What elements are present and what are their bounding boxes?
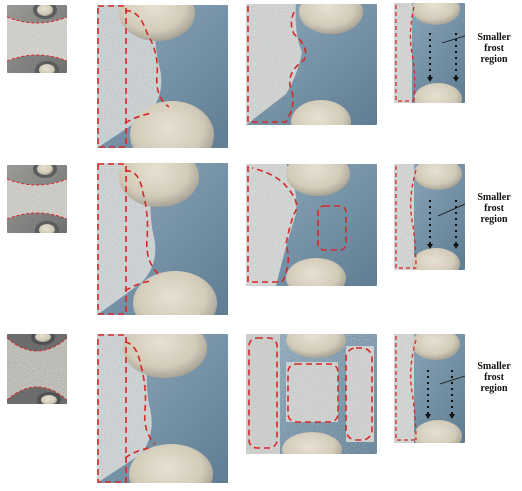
row1-annotation: Smaller frost region (468, 32, 520, 65)
row3-col1-photo (7, 334, 67, 404)
row2-annotation-line3: region (480, 214, 508, 225)
row2-col4-photo (394, 164, 465, 270)
row3-annotation: Smaller frost region (468, 361, 520, 394)
row2-col2-photo (97, 163, 228, 315)
row3-col2-photo (97, 334, 228, 483)
row1-col1-photo (7, 5, 67, 73)
row1-annotation-line3: region (480, 54, 508, 65)
row1-col4-photo (394, 3, 465, 103)
row3-annotation-line2: frost (484, 372, 504, 383)
row3-annotation-line3: region (480, 383, 508, 394)
row2-annotation-line2: frost (484, 203, 504, 214)
row2-col1-photo (7, 165, 67, 233)
row3-annotation-line1: Smaller (477, 361, 511, 372)
row2-col3-photo (246, 164, 377, 286)
row1-col2-photo (97, 5, 228, 148)
row3-col4-photo (394, 334, 465, 443)
row1-col3-photo (246, 4, 377, 125)
row1-annotation-line2: frost (484, 43, 504, 54)
row2-annotation: Smaller frost region (468, 192, 520, 225)
row3-col3-photo (246, 334, 377, 454)
row2-annotation-line1: Smaller (477, 192, 511, 203)
row1-annotation-line1: Smaller (477, 32, 511, 43)
